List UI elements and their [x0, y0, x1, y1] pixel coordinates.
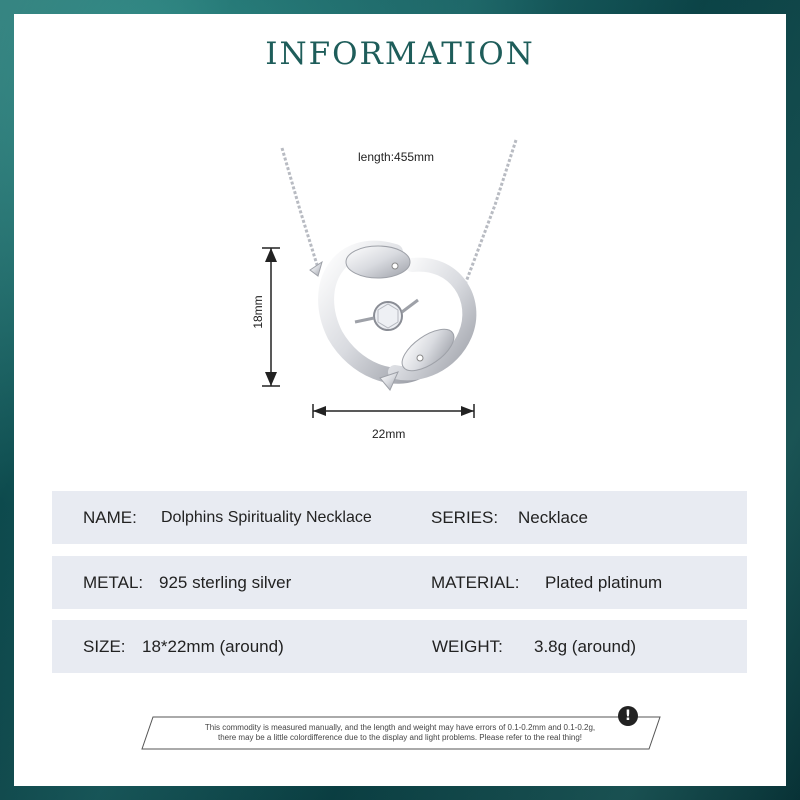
series-value: Necklace	[518, 507, 588, 527]
page-title: INFORMATION	[265, 36, 535, 72]
dolphin-head-bottom	[401, 328, 455, 372]
spec-row-size: SIZE: 18*22mm (around) WEIGHT: 3.8g (aro…	[52, 620, 747, 673]
disclaimer-line-1: This commodity is measured manually, and…	[204, 723, 596, 732]
warning-icon: !	[618, 706, 638, 726]
chain-left	[280, 147, 320, 269]
chain-right	[464, 139, 518, 283]
series-key: SERIES:	[431, 507, 499, 527]
width-label: 22mm	[372, 427, 406, 441]
material-key: MATERIAL:	[431, 572, 520, 592]
size-value: 18*22mm (around)	[142, 636, 284, 656]
spec-row-metal: METAL: 925 sterling silver MATERIAL: Pla…	[52, 556, 747, 609]
height-dimension-arrow	[262, 247, 280, 387]
disclaimer-text: This commodity is measured manually, and…	[165, 723, 635, 743]
name-key: NAME:	[83, 507, 137, 527]
disclaimer-line-2: there may be a little colordifference du…	[217, 733, 583, 742]
necklace-image	[262, 139, 518, 418]
material-value: Plated platinum	[545, 572, 663, 592]
metal-key: METAL:	[83, 572, 144, 592]
spec-row-name: NAME: Dolphins Spirituality Necklace SER…	[52, 491, 747, 544]
length-label: length:455mm	[358, 150, 435, 164]
height-label: 18mm	[251, 295, 265, 329]
dolphin-ring-right	[388, 257, 477, 381]
name-value: Dolphins Spirituality Necklace	[161, 508, 372, 526]
gemstone	[373, 301, 403, 331]
size-key: SIZE:	[83, 636, 126, 656]
weight-key: WEIGHT:	[432, 636, 503, 656]
weight-value: 3.8g (around)	[534, 636, 637, 656]
dolphin-head-top	[345, 245, 411, 279]
width-dimension-arrow	[312, 404, 475, 418]
metal-value: 925 sterling silver	[159, 572, 292, 592]
disclaimer-box	[141, 716, 661, 750]
